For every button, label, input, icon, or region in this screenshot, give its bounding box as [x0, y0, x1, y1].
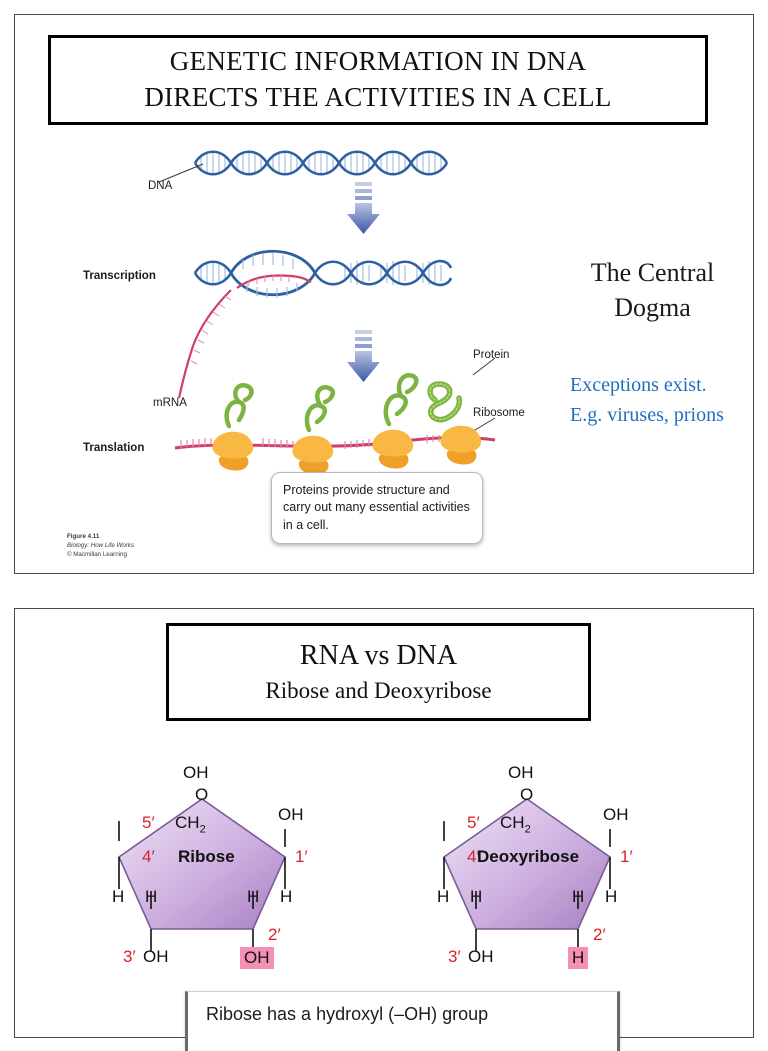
figure-credit: Figure 4.11 Biology: How Life Works © Ma… [67, 533, 134, 560]
dna-helix-transcription [193, 250, 453, 298]
transcription-arrow [347, 182, 380, 234]
ribose-svg [118, 798, 286, 951]
deoxyribose-prime-2: 2′ [593, 925, 606, 944]
deoxyribose-ring-o: O [520, 785, 534, 804]
deoxyribose-prime-3: 3′ [448, 947, 461, 966]
ribose-prime-4: 4′ [142, 847, 155, 866]
central-dogma-heading-line-2: Dogma [614, 293, 691, 323]
deoxyribose-ring [443, 798, 611, 930]
ribose-right-h: H [280, 887, 293, 906]
figure-publisher: © Macmillan Learning [67, 550, 127, 558]
ribose-inner-right-h: H [247, 887, 260, 906]
protein-leader-line [472, 357, 496, 376]
slide-central-dogma: GENETIC INFORMATION IN DNA DIRECTS THE A… [14, 14, 754, 574]
ribosome [292, 384, 336, 475]
deoxyribose-highlight-h: H [568, 947, 589, 969]
slide-one-title-line-1: GENETIC INFORMATION IN DNA [169, 46, 587, 77]
deoxyribose-left-h: H [437, 887, 450, 906]
slide-two-title-box: RNA vs DNA Ribose and Deoxyribose [166, 623, 591, 721]
central-dogma-figure [55, 130, 555, 560]
ribose-prime-2: 2′ [268, 925, 281, 944]
slide-two-title-line-1: RNA vs DNA [299, 640, 458, 672]
deoxyribose-ch2: CH2 [500, 813, 531, 836]
ribose-highlight-oh: OH [240, 947, 274, 969]
ribose-name: Ribose [178, 847, 235, 866]
slide-one-title-line-2: DIRECTS THE ACTIVITIES IN A CELL [144, 82, 612, 112]
protein-free [427, 381, 463, 423]
label-translation: Translation [83, 442, 145, 454]
translation-arrow [347, 330, 380, 382]
ribosome [440, 425, 482, 465]
slide-two-title-line-2: Ribose and Deoxyribose [265, 677, 492, 703]
ribose-right-oh: OH [278, 805, 304, 824]
mrna-strand [177, 289, 232, 399]
label-mrna: mRNA [153, 397, 187, 409]
deoxyribose-structure: OH CH2 5′ 4′ O OH 1′ H H Deoxyribose H H… [415, 763, 715, 979]
ribose-structure: OH CH2 5′ 4′ O OH 1′ H H Ribose H H 3′ O… [90, 763, 390, 979]
slide-rna-vs-dna: RNA vs DNA Ribose and Deoxyribose [14, 608, 754, 1051]
ribosome [372, 372, 419, 469]
ribose-top-oh: OH [183, 763, 209, 782]
ribose-ring [118, 798, 286, 930]
deoxyribose-prime-5: 5′ [467, 813, 480, 832]
ribose-inner-left-h: H [145, 887, 158, 906]
figure-number: Figure 4.11 [67, 533, 100, 540]
deoxyribose-name: Deoxyribose [477, 847, 580, 866]
label-transcription: Transcription [83, 270, 156, 282]
central-dogma-heading-line-1: The Central [590, 258, 715, 287]
ribose-prime-5: 5′ [142, 813, 155, 832]
ribose-left-h: H [112, 887, 125, 906]
central-dogma-svg [158, 150, 496, 475]
figure-source-title: Biology: How Life Works [67, 541, 135, 549]
deoxyribose-svg [443, 798, 611, 951]
label-protein: Protein [473, 349, 510, 361]
dna-leader-line [158, 163, 204, 183]
deoxyribose-inner-right-h: H [572, 887, 585, 906]
ribose-bottom-left-oh: OH [143, 947, 169, 966]
label-dna: DNA [148, 180, 173, 192]
ribose-prime-3: 3′ [123, 947, 136, 966]
deoxyribose-inner-left-h: H [470, 887, 483, 906]
central-dogma-heading: The Central Dogma [560, 255, 745, 325]
sugar-comparison-caption: Ribose has a hydroxyl (–OH) group [185, 991, 620, 1051]
protein-caption-box: Proteins provide structure and carry out… [271, 472, 483, 544]
deoxyribose-right-oh: OH [603, 805, 629, 824]
ribose-ch2: CH2 [175, 813, 206, 836]
deoxyribose-top-oh: OH [508, 763, 534, 782]
ribosome [212, 382, 254, 471]
slide-one-title-box: GENETIC INFORMATION IN DNA DIRECTS THE A… [48, 35, 708, 125]
deoxyribose-bottom-left-oh: OH [468, 947, 494, 966]
ribose-ring-o: O [195, 785, 209, 804]
label-ribosome: Ribosome [473, 407, 525, 419]
deoxyribose-prime-1: 1′ [620, 847, 633, 866]
central-dogma-exceptions-note: Exceptions exist. E.g. viruses, prions [570, 374, 724, 426]
deoxyribose-right-h: H [605, 887, 618, 906]
ribose-prime-1: 1′ [295, 847, 308, 866]
deoxyribose-prime-4: 4′ [467, 847, 480, 866]
dna-helix-top [193, 150, 449, 176]
